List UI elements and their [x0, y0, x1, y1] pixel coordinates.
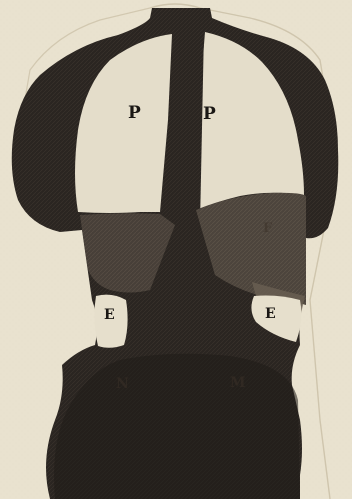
label-liver-side: F	[263, 221, 273, 236]
label-lower-right: M	[230, 375, 246, 391]
label-kidney-right: E	[265, 306, 276, 322]
label-lower-left: N	[116, 376, 129, 392]
trachea-band	[170, 30, 204, 228]
label-lung-left: P	[128, 103, 141, 123]
label-kidney-left: E	[104, 307, 115, 323]
label-lung-right: P	[203, 104, 216, 124]
